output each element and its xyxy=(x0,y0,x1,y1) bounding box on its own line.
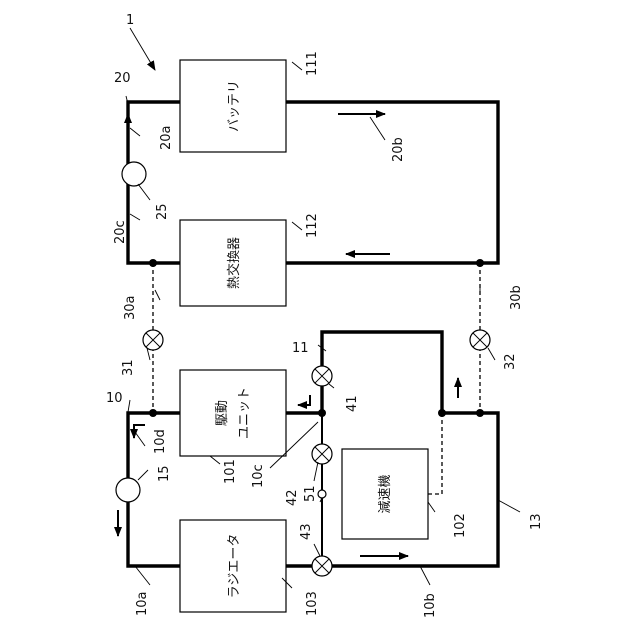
ref-20a: 20a xyxy=(159,125,174,150)
sensor-51-icon xyxy=(318,490,326,498)
ref-51: 51 xyxy=(303,485,318,502)
junction-lower-mid xyxy=(318,409,326,417)
radiator-label: ラジエータ xyxy=(227,534,242,599)
ref-15: 15 xyxy=(157,465,172,482)
ref-43: 43 xyxy=(299,523,314,540)
flow-arrow-drive xyxy=(298,395,310,405)
ref-41: 41 xyxy=(345,395,360,412)
ref-111: 111 xyxy=(305,51,320,76)
ref-10c: 10c xyxy=(251,464,266,488)
junction-lower-left xyxy=(149,409,157,417)
junction-lower-reducer xyxy=(438,409,446,417)
ref-25: 25 xyxy=(155,203,170,220)
ref-103: 103 xyxy=(305,591,320,616)
heat-exchanger-label: 熱交換器 xyxy=(226,237,242,289)
ref-20c: 20c xyxy=(113,220,128,244)
flow-arrow-10d xyxy=(134,425,145,438)
figure-ref: 1 xyxy=(126,13,134,28)
drive-unit-label-2: ユニット xyxy=(237,387,252,439)
ref-112: 112 xyxy=(305,213,320,238)
ref-13: 13 xyxy=(529,513,544,530)
ref-10d: 10d xyxy=(153,429,168,454)
pump-15-icon xyxy=(116,478,140,502)
ref-32: 32 xyxy=(503,353,518,370)
figure-ref-arrow xyxy=(130,28,155,70)
drive-unit-label-1: 駆動 xyxy=(215,400,230,426)
ref-20b: 20b xyxy=(391,137,406,162)
reducer-branch-line xyxy=(428,413,442,494)
ref-30b: 30b xyxy=(509,285,524,310)
ref-20: 20 xyxy=(114,71,131,86)
ref-102: 102 xyxy=(453,513,468,538)
ref-10b: 10b xyxy=(423,593,438,618)
ref-101: 101 xyxy=(223,459,238,484)
pump-25-icon xyxy=(122,162,146,186)
ref-10: 10 xyxy=(106,391,123,406)
ref-42: 42 xyxy=(285,489,300,506)
reducer-label: 減速機 xyxy=(377,474,393,513)
drive-unit-block xyxy=(180,370,286,456)
junction-lower-right xyxy=(476,409,484,417)
ref-11: 11 xyxy=(292,341,309,356)
ref-30a: 30a xyxy=(123,295,138,320)
battery-label: バッテリ xyxy=(227,80,242,132)
ref-10a: 10a xyxy=(135,591,150,616)
ref-31: 31 xyxy=(121,359,136,376)
